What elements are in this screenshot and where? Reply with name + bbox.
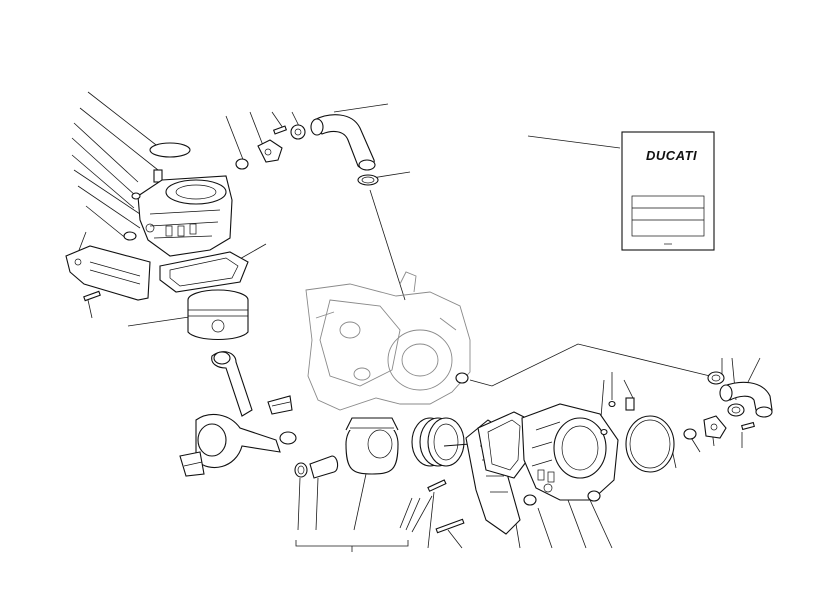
coolant-hose-rear: [719, 381, 773, 418]
manual-brand-label: DUCATI: [646, 148, 697, 163]
hose-clamps-rear: [707, 371, 745, 417]
o-ring-rear: [625, 415, 675, 473]
owners-manual-booklet: DUCATI: [621, 131, 715, 251]
coolant-hose-top: [310, 114, 376, 171]
base-gasket-top: [159, 251, 249, 293]
dowel-rear: [600, 397, 635, 436]
leader-lines-right: [297, 189, 761, 549]
hose-clamp-top: [357, 174, 379, 186]
crankcase-ghost: [305, 271, 471, 411]
piston-pin-rear: [294, 455, 339, 479]
fitting-elbow-top: [235, 124, 306, 170]
group-bracket: [295, 540, 409, 552]
cover-plate-top: [65, 245, 151, 302]
piston-rear: [345, 417, 399, 475]
leader-lines-top-left: [71, 91, 621, 327]
crankshaft-assembly: [179, 351, 297, 477]
fitting-elbow-rear: [683, 415, 755, 440]
cylinder-top: [123, 142, 233, 257]
piston-rings-rear: [411, 417, 471, 467]
cylinder-rear: [521, 403, 619, 506]
piston-top: [187, 289, 249, 340]
